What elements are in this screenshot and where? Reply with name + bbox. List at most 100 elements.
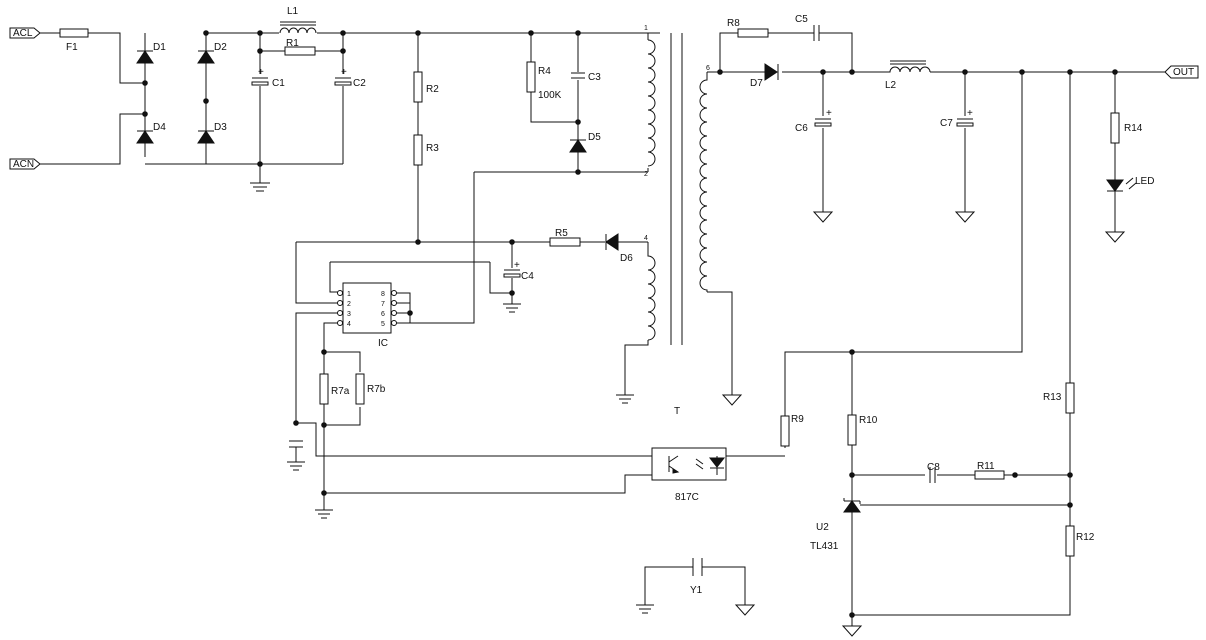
- shunt-regulator-u2: U2 TL431: [810, 498, 861, 552]
- c2-label: C2: [353, 78, 366, 89]
- resistor-r7b: R7b: [355, 373, 386, 405]
- resistor-r7a: R7a: [319, 373, 350, 405]
- ic-pin-2: 2: [347, 301, 351, 308]
- optocoupler-817c: 817C: [651, 447, 727, 503]
- f1-label: F1: [66, 42, 78, 53]
- junction-dots: [142, 30, 1118, 618]
- ground-primary-1: [250, 182, 270, 192]
- capacitor-c8: C8: [927, 462, 940, 483]
- r11-label: R11: [977, 461, 995, 472]
- r5-label: R5: [555, 228, 568, 239]
- resistor-r8: R8: [727, 18, 769, 38]
- capacitor-c6: + C6: [795, 108, 833, 134]
- ic-pin-5: 5: [381, 321, 385, 328]
- capacitor-y1: Y1: [690, 558, 703, 596]
- ic-pin-4: 4: [347, 321, 351, 328]
- r9-label: R9: [791, 414, 804, 425]
- d5-label: D5: [588, 132, 601, 143]
- d1-label: D1: [153, 42, 166, 53]
- r1-label: R1: [286, 38, 299, 49]
- port-acn: ACN: [9, 158, 41, 170]
- c8-label: C8: [927, 462, 940, 473]
- diode-d1: D1: [136, 42, 166, 64]
- svg-text:+: +: [967, 108, 973, 119]
- resistor-r4: R4 100K: [526, 61, 562, 101]
- ground-secondary-t: [721, 394, 743, 406]
- ground-c4: [503, 298, 521, 313]
- capacitor-ic-pin3: [287, 440, 305, 471]
- ic-pin-1: 1: [347, 291, 351, 298]
- l1-label: L1: [287, 6, 299, 17]
- port-acl: ACL: [9, 27, 41, 39]
- r3-label: R3: [426, 143, 439, 154]
- resistor-r2: R2: [413, 71, 439, 103]
- c5-label: C5: [795, 14, 808, 25]
- ground-y1-primary: [636, 604, 654, 614]
- resistor-r3: R3: [413, 134, 439, 166]
- port-out: OUT: [1164, 65, 1199, 79]
- resistor-r12: R12: [1065, 525, 1095, 557]
- l2-label: L2: [885, 80, 897, 91]
- ground-c6: [812, 211, 834, 223]
- ic-controller: 1 2 3 4 8 7 6 5 IC: [337, 282, 410, 349]
- ground-led: [1104, 231, 1126, 243]
- r7b-label: R7b: [367, 384, 386, 395]
- port-out-label: OUT: [1173, 67, 1194, 78]
- ic-pin-8: 8: [381, 291, 385, 298]
- r12-label: R12: [1076, 532, 1095, 543]
- fuse-f1: F1: [59, 28, 89, 53]
- capacitor-c2: + C2: [333, 67, 366, 89]
- ground-c7: [954, 211, 976, 223]
- ground-u2: [841, 625, 863, 637]
- capacitor-c5: C5: [795, 14, 826, 41]
- resistor-r9: R9: [780, 414, 804, 447]
- svg-text:+: +: [826, 108, 832, 119]
- d4-label: D4: [153, 122, 166, 133]
- transformer-pin-4: 4: [644, 235, 648, 242]
- ic-pin-7: 7: [381, 301, 385, 308]
- y1-label: Y1: [690, 585, 703, 596]
- resistor-r13: R13: [1043, 382, 1075, 414]
- led: LED: [1106, 176, 1154, 192]
- resistor-r1: R1: [284, 38, 316, 56]
- capacitor-c3: C3: [570, 72, 601, 83]
- resistor-r10: R10: [847, 414, 878, 446]
- r8-label: R8: [727, 18, 740, 29]
- r2-label: R2: [426, 84, 439, 95]
- optocoupler-label: 817C: [675, 492, 699, 503]
- u2-part-label: TL431: [810, 541, 839, 552]
- diode-d3: D3: [197, 122, 227, 144]
- r4-value: 100K: [538, 90, 562, 101]
- port-acn-label: ACN: [13, 159, 34, 170]
- capacitor-c4: + C4: [503, 260, 534, 282]
- c7-label: C7: [940, 118, 953, 129]
- wires: [40, 32, 1165, 626]
- d3-label: D3: [214, 122, 227, 133]
- port-acl-label: ACL: [13, 28, 33, 39]
- ground-ic: [315, 509, 333, 519]
- ground-aux: [616, 394, 634, 404]
- capacitor-c7: + C7: [940, 108, 975, 129]
- c1-label: C1: [272, 78, 285, 89]
- diode-d7: D7: [750, 63, 779, 89]
- capacitor-c1: + C1: [250, 67, 285, 89]
- ic-pin-3: 3: [347, 311, 351, 318]
- inductor-l1: L1: [279, 6, 317, 39]
- svg-text:+: +: [258, 67, 264, 78]
- ground-y1-secondary: [734, 604, 756, 616]
- c6-label: C6: [795, 123, 808, 134]
- u2-label: U2: [816, 522, 829, 533]
- transformer-label: T: [674, 406, 680, 417]
- svg-text:+: +: [514, 260, 520, 271]
- r4-label: R4: [538, 66, 551, 77]
- d7-label: D7: [750, 78, 763, 89]
- ic-pin-6: 6: [381, 311, 385, 318]
- transformer-pin-1: 1: [644, 25, 648, 32]
- d2-label: D2: [214, 42, 227, 53]
- led-label: LED: [1135, 176, 1154, 187]
- d6-label: D6: [620, 253, 633, 264]
- diode-d5: D5: [569, 132, 601, 153]
- transformer-pin-2: 2: [644, 171, 648, 178]
- diode-d2: D2: [197, 42, 227, 64]
